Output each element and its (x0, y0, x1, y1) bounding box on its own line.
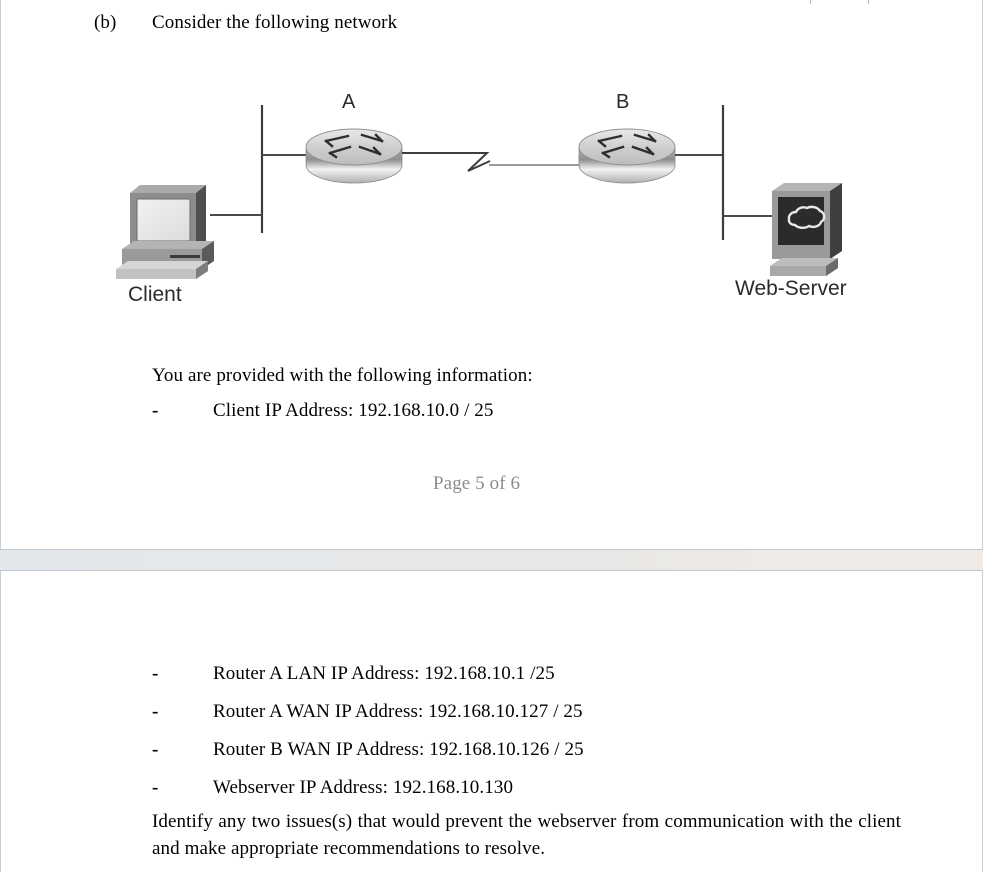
web-server-icon (770, 183, 842, 276)
bullet-marker: - (152, 400, 159, 421)
question-label: (b) (94, 12, 117, 33)
network-diagram-svg (116, 105, 842, 279)
web-server-label: Web-Server (735, 277, 847, 300)
question-title: Consider the following network (152, 12, 398, 33)
question-instruction-paragraph: Identify any two issues(s) that would pr… (152, 811, 901, 859)
bullet-marker: - (152, 663, 159, 684)
bullet-client-ip: Client IP Address: 192.168.10.0 / 25 (213, 400, 494, 421)
clipped-text-remnant (806, 0, 926, 5)
page-separator-gap (0, 549, 983, 571)
bullet-webserver-ip: Webserver IP Address: 192.168.10.130 (213, 777, 514, 798)
bullet-router-b-wan-ip: Router B WAN IP Address: 192.168.10.126 … (213, 739, 584, 760)
client-label: Client (128, 283, 182, 306)
information-intro-line: You are provided with the following info… (152, 365, 533, 386)
page-number-footer: Page 5 of 6 (433, 473, 521, 494)
bullet-router-a-wan-ip: Router A WAN IP Address: 192.168.10.127 … (213, 701, 583, 722)
client-workstation-icon (116, 185, 214, 279)
document-page-6 (0, 570, 983, 872)
router-a-icon (305, 128, 403, 184)
bullet-marker: - (152, 739, 159, 760)
link-router-a-to-router-b (402, 152, 579, 172)
bullet-router-a-lan-ip: Router A LAN IP Address: 192.168.10.1 /2… (213, 663, 555, 684)
router-b-icon (578, 128, 676, 184)
network-diagram: A B Client Web-Server (110, 85, 900, 320)
bullet-marker: - (152, 701, 159, 722)
bullet-marker: - (152, 777, 159, 798)
router-a-label: A (342, 91, 356, 113)
router-b-label: B (616, 91, 630, 113)
